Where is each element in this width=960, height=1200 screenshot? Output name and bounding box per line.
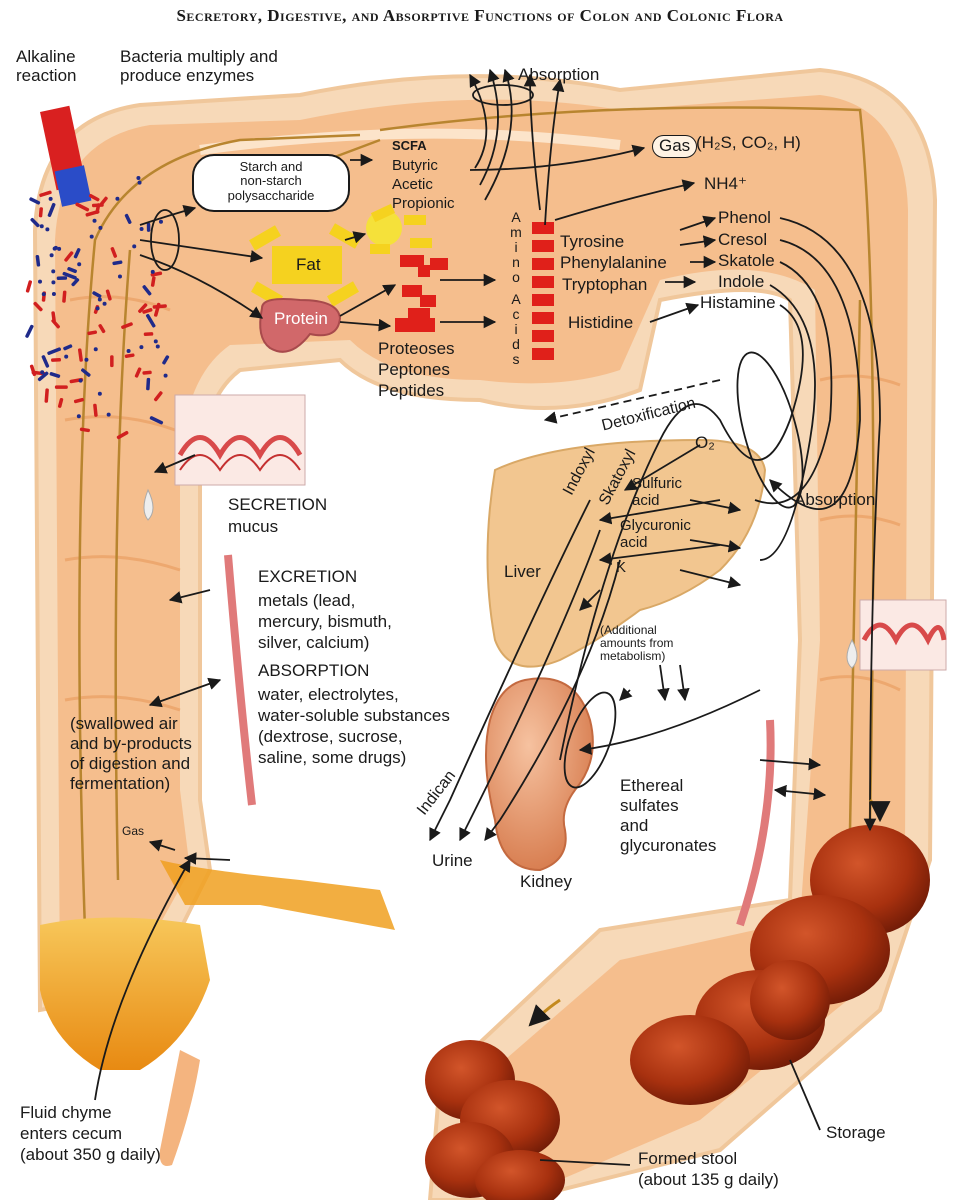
label-swallowed-air: (swallowed air and by-products of digest… [70,714,192,793]
label-indole: Indole [718,272,765,291]
label-storage: Storage [826,1123,886,1142]
liver-organ [486,438,767,668]
label-skatole: Skatole [718,251,775,270]
label-propionic: Propionic [392,195,455,212]
label-alkaline-reaction: Alkaline reaction [16,47,77,85]
litmus-strip [40,105,92,207]
mucus-drop-right [846,638,858,669]
label-gas-formula: (H₂S, CO₂, H) [696,133,801,152]
label-histidine: Histidine [568,313,634,332]
bacteria-cluster [25,176,170,440]
label-k: K [616,559,627,576]
label-absorption-right: Absorption [794,490,876,509]
label-formed-stool: Formed stool (about 135 g daily) [638,1149,779,1189]
label-peptides: Peptides [378,381,445,400]
label-gas-small: Gas [122,824,145,838]
label-glycuronic-acid: Glycuronic acid [620,517,691,551]
label-bacteria: Bacteria multiply and produce enzymes [120,47,278,85]
label-fluid-chyme: Fluid chyme enters cecum (about 350 g da… [20,1103,161,1164]
stool-formed [425,1040,565,1200]
label-proteoses: Proteoses [378,339,455,358]
vessel-walls [224,554,775,927]
protein-blob [259,298,342,353]
label-cresol: Cresol [718,230,768,249]
label-histamine: Histamine [700,293,776,312]
mucosa-inset-left [174,394,306,486]
label-acetic: Acetic [392,176,433,193]
label-liver: Liver [504,562,541,581]
label-tyrosine: Tyrosine [560,232,625,251]
label-protein: Protein [274,309,328,328]
label-o2: O₂ [695,433,715,452]
label-additional-amounts: (Additional amounts from metabolism) [600,623,674,664]
peptide-blocks [395,255,448,332]
label-secretion: SECRETION [228,495,328,514]
label-gas: Gas [652,135,698,158]
label-phenol: Phenol [718,208,771,227]
label-kidney: Kidney [520,872,572,891]
peristalsis-arrows [528,798,891,1027]
flow-arrows [94,68,881,1166]
mucosa-inset-right [859,599,947,671]
label-phenylalanine: Phenylalanine [560,253,667,272]
label-excretion-detail: metals (lead, mercury, bismuth, silver, … [258,591,392,652]
fat-molecule [249,203,432,307]
label-absorption-detail: water, electrolytes, water-soluble subst… [258,685,450,767]
label-butyric: Butyric [392,157,438,174]
label-nh4: NH4⁺ [704,174,747,193]
amino-acid-stack [532,222,554,360]
label-peptones: Peptones [378,360,450,379]
label-absorption-top: Absorption [518,65,600,84]
label-tryptophan: Tryptophan [562,275,648,294]
mucus-drop [143,488,154,521]
label-ethereal-sulfates: Ethereal sulfates and glycuronates [620,776,717,855]
stool-storage [630,825,930,1105]
label-urine: Urine [432,851,473,870]
kidney-organ [485,677,594,872]
label-sulfuric-acid: Sulfuric acid [632,475,683,509]
colon-body [32,67,938,1200]
label-excretion: EXCRETION [258,567,358,586]
diagram-title: Secretory, Digestive, and Absorptive Fun… [176,6,784,25]
starch-box: Starch and non-starch polysaccharide [192,154,350,212]
label-absorption-mid: ABSORPTION [258,661,370,680]
label-scfa: SCFA [392,138,427,153]
label-fat: Fat [296,255,321,274]
label-mucus: mucus [228,517,279,536]
